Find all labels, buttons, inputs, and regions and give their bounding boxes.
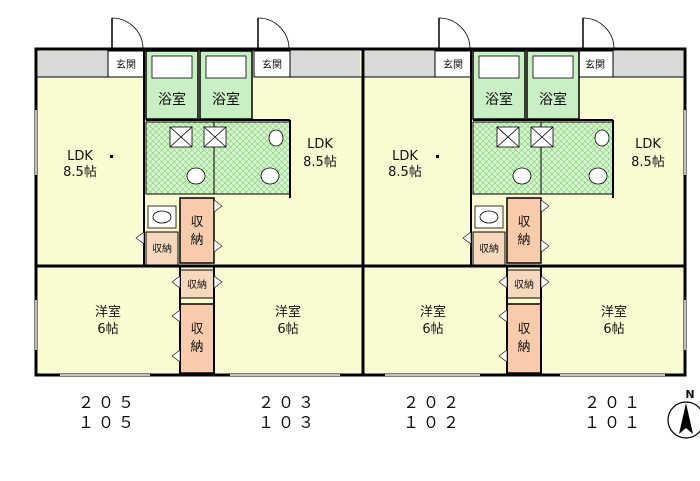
storage-label-left-small: 収納	[152, 242, 172, 255]
unit-number-upper: ２０５	[78, 393, 138, 412]
ldk-size-202: 8.5帖	[388, 165, 422, 180]
ldk-label-202: LDK	[392, 149, 418, 164]
porch-202	[365, 51, 435, 77]
storage-label-left-mid: 収納	[187, 278, 207, 291]
genkan-203	[253, 50, 291, 78]
storage-v1-left-lower: 収	[190, 322, 203, 337]
storage-right-3	[506, 303, 542, 374]
compass-icon: N	[667, 388, 700, 439]
compass-north-label: N	[685, 388, 694, 401]
storage-left-3	[179, 303, 215, 374]
entrance-label-202: 玄関	[443, 58, 463, 71]
bath-label-203: 浴室	[212, 91, 240, 108]
unit-number-upper: ２０３	[258, 393, 318, 412]
bath-label-201: 浴室	[539, 91, 567, 108]
entrance-label-201: 玄関	[585, 58, 605, 71]
unit-number-lower: １０１	[584, 413, 644, 432]
storage-v2-left-lower: 納	[190, 340, 203, 355]
ldk-label-205: LDK	[67, 149, 93, 164]
western-size-101: 6帖	[603, 322, 624, 337]
porch-201	[613, 51, 683, 77]
porch-203	[290, 51, 360, 77]
storage-v1-right-upper: 収	[517, 215, 530, 230]
unit-number-upper: ２０１	[584, 393, 644, 412]
storage-label-right-small: 収納	[479, 242, 499, 255]
ldk-size-205: 8.5帖	[63, 165, 97, 180]
entrance-label-203: 玄関	[262, 58, 282, 71]
unit-number-lower: １０２	[403, 413, 463, 432]
storage-v1-right-lower: 収	[517, 322, 530, 337]
porch-205	[38, 51, 108, 77]
storage-right-2	[506, 269, 542, 299]
building-right	[361, 17, 687, 377]
western-size-103: 6帖	[277, 322, 298, 337]
western-label-102: 洋室	[420, 304, 446, 320]
ldk-size-203: 8.5帖	[303, 155, 337, 170]
unit-number-lower: １０５	[78, 413, 138, 432]
unit-number-lower: １０３	[258, 413, 318, 432]
storage-left-2	[179, 269, 215, 299]
storage-v2-left-upper: 納	[190, 233, 203, 248]
storage-right-1	[506, 197, 542, 264]
storage-v2-right-lower: 納	[517, 340, 530, 355]
bath-label-202: 浴室	[485, 91, 513, 108]
western-size-105: 6帖	[97, 322, 118, 337]
ldk-label-203: LDK	[307, 137, 333, 152]
western-label-103: 洋室	[275, 304, 301, 320]
western-label-105: 洋室	[95, 304, 121, 320]
storage-left-small	[145, 231, 179, 266]
unit-number-upper: ２０２	[403, 393, 463, 412]
ldk-size-201: 8.5帖	[631, 155, 665, 170]
storage-v1-left-upper: 収	[190, 215, 203, 230]
storage-left-1	[179, 197, 215, 264]
building-left	[34, 17, 365, 377]
bath-label-205: 浴室	[158, 91, 186, 108]
western-label-101: 洋室	[601, 304, 627, 320]
entrance-label-205: 玄関	[116, 58, 136, 71]
storage-right-small	[472, 231, 506, 266]
genkan-201	[576, 50, 614, 78]
storage-v2-right-upper: 納	[517, 233, 530, 248]
storage-label-right-mid: 収納	[514, 278, 534, 291]
ldk-label-201: LDK	[635, 137, 661, 152]
western-size-102: 6帖	[422, 322, 443, 337]
